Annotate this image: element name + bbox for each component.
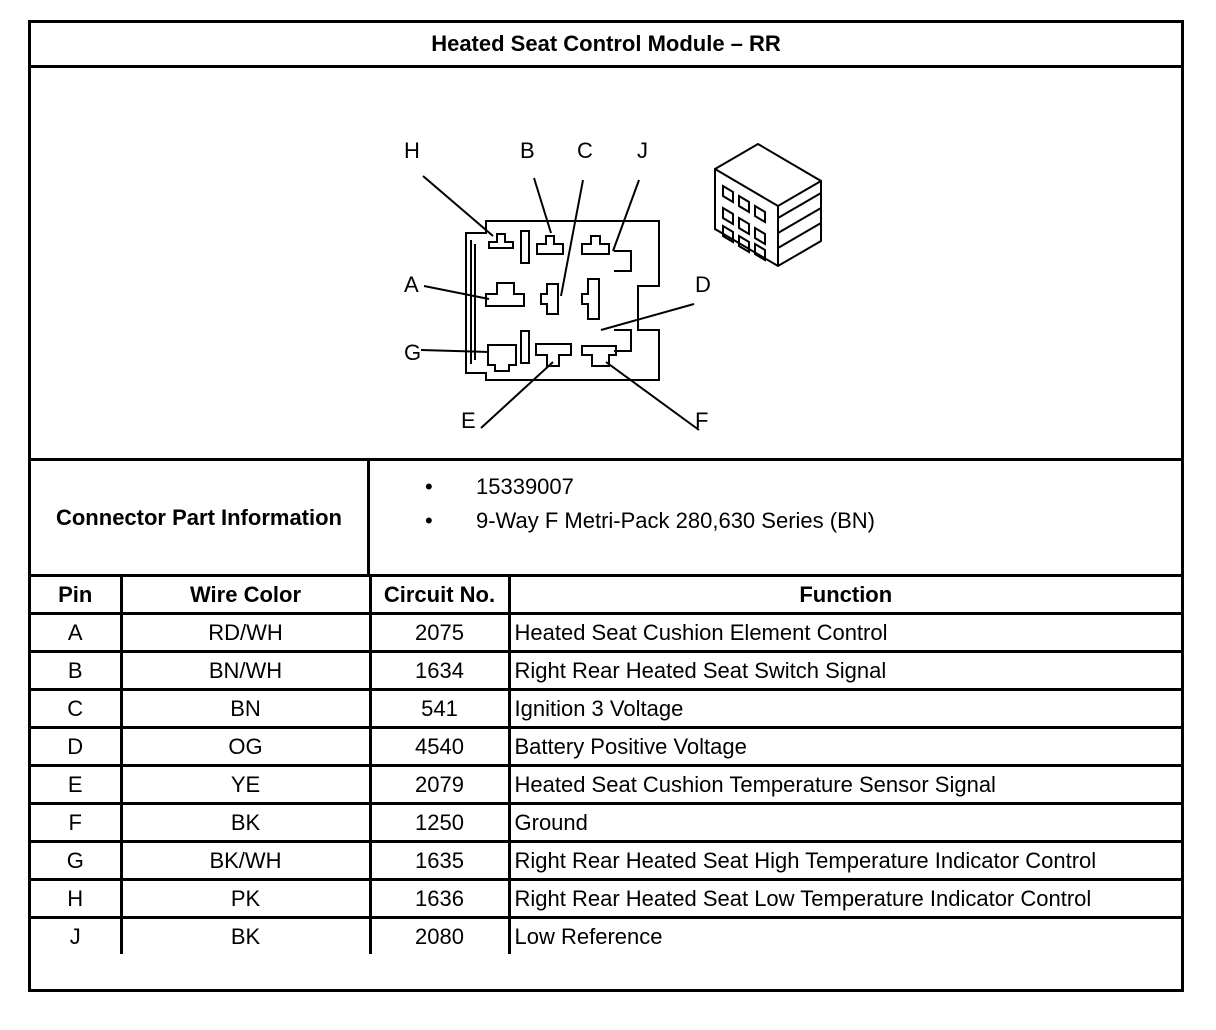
table-row: J BK 2080 Low Reference xyxy=(31,916,1181,954)
cell-pin: J xyxy=(31,916,123,954)
cell-circuit: 1634 xyxy=(368,650,511,691)
terminal-b xyxy=(536,235,564,255)
pin-table: Pin Wire Color Circuit No. Function A RD… xyxy=(31,577,1181,954)
table-row: G BK/WH 1635 Right Rear Heated Seat High… xyxy=(31,840,1181,881)
cell-circuit: 1636 xyxy=(368,878,511,919)
connector-sheet: Heated Seat Control Module – RR xyxy=(28,20,1184,992)
terminal-h xyxy=(488,233,514,249)
pin-label-h: H xyxy=(404,138,420,163)
table-row: F BK 1250 Ground xyxy=(31,802,1181,843)
cell-function: Low Reference xyxy=(507,916,1181,954)
cell-circuit: 2079 xyxy=(368,764,511,805)
pin-label-g: G xyxy=(404,340,422,365)
header-circuit-no: Circuit No. xyxy=(368,577,511,615)
pin-label-c: C xyxy=(577,138,593,163)
cell-pin: G xyxy=(31,840,123,881)
connector-3d-view xyxy=(714,142,822,268)
pin-label-e: E xyxy=(461,408,476,433)
cell-wire-color: PK xyxy=(119,878,372,919)
cell-function: Heated Seat Cushion Element Control xyxy=(507,612,1181,653)
connector-part-info: Connector Part Information • 15339007 • … xyxy=(31,461,1181,577)
terminal-f xyxy=(581,345,617,367)
cell-function: Ground xyxy=(507,802,1181,843)
part-number: 15339007 xyxy=(476,474,574,499)
cell-wire-color: BN xyxy=(119,688,372,729)
cell-wire-color: BK/WH xyxy=(119,840,372,881)
cell-pin: F xyxy=(31,802,123,843)
connector-diagram xyxy=(420,142,822,431)
cell-function: Battery Positive Voltage xyxy=(507,726,1181,767)
terminal-d xyxy=(581,278,600,320)
header-wire-color: Wire Color xyxy=(119,577,372,615)
table-row: B BN/WH 1634 Right Rear Heated Seat Swit… xyxy=(31,650,1181,691)
table-row: H PK 1636 Right Rear Heated Seat Low Tem… xyxy=(31,878,1181,919)
cell-wire-color: RD/WH xyxy=(119,612,372,653)
table-header-row: Pin Wire Color Circuit No. Function xyxy=(31,577,1181,615)
table-row: D OG 4540 Battery Positive Voltage xyxy=(31,726,1181,767)
cell-function: Right Rear Heated Seat Low Temperature I… xyxy=(507,878,1181,919)
cell-wire-color: BN/WH xyxy=(119,650,372,691)
cell-function: Ignition 3 Voltage xyxy=(507,688,1181,729)
header-function: Function xyxy=(507,577,1181,615)
cell-circuit: 1635 xyxy=(368,840,511,881)
page-title: Heated Seat Control Module – RR xyxy=(31,23,1181,68)
cell-pin: E xyxy=(31,764,123,805)
terminal-a xyxy=(485,282,525,307)
cell-wire-color: OG xyxy=(119,726,372,767)
cell-wire-color: BK xyxy=(119,916,372,954)
cell-function: Right Rear Heated Seat Switch Signal xyxy=(507,650,1181,691)
cell-pin: H xyxy=(31,878,123,919)
pin-label-j: J xyxy=(637,138,648,163)
cell-circuit: 4540 xyxy=(368,726,511,767)
cell-circuit: 541 xyxy=(368,688,511,729)
connector-description: 9-Way F Metri-Pack 280,630 Series (BN) xyxy=(476,508,875,533)
cell-circuit: 2080 xyxy=(368,916,511,954)
terminal-e xyxy=(535,343,572,367)
table-row: C BN 541 Ignition 3 Voltage xyxy=(31,688,1181,729)
cell-circuit: 2075 xyxy=(368,612,511,653)
bullet-icon: • xyxy=(425,474,433,499)
cell-pin: B xyxy=(31,650,123,691)
table-row: E YE 2079 Heated Seat Cushion Temperatur… xyxy=(31,764,1181,805)
cell-wire-color: YE xyxy=(119,764,372,805)
pin-label-d: D xyxy=(695,272,711,297)
connector-part-info-list: • 15339007 • 9-Way F Metri-Pack 280,630 … xyxy=(370,461,1181,574)
cell-pin: D xyxy=(31,726,123,767)
pin-label-f: F xyxy=(695,408,709,433)
terminal-g xyxy=(487,344,517,372)
cell-pin: C xyxy=(31,688,123,729)
connector-part-info-label: Connector Part Information xyxy=(31,461,370,574)
connector-diagram-area: H B C J A D G E F xyxy=(31,68,1181,461)
terminal-c xyxy=(540,283,559,315)
cell-function: Right Rear Heated Seat High Temperature … xyxy=(507,840,1181,881)
header-pin: Pin xyxy=(31,577,123,615)
pin-label-a: A xyxy=(404,272,419,297)
table-row: A RD/WH 2075 Heated Seat Cushion Element… xyxy=(31,612,1181,653)
cell-circuit: 1250 xyxy=(368,802,511,843)
terminal-j xyxy=(581,235,610,255)
cell-function: Heated Seat Cushion Temperature Sensor S… xyxy=(507,764,1181,805)
cell-pin: A xyxy=(31,612,123,653)
bullet-icon: • xyxy=(425,508,433,533)
cell-wire-color: BK xyxy=(119,802,372,843)
pin-label-b: B xyxy=(520,138,535,163)
